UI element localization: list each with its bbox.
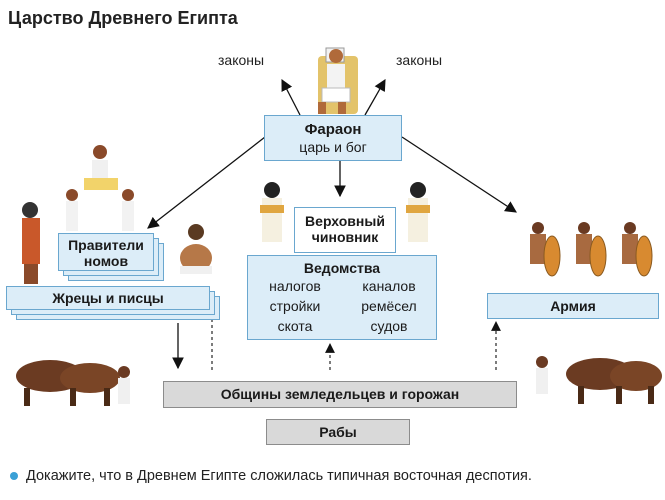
- oxen-right: [536, 356, 662, 404]
- thoth-figure: [22, 202, 40, 284]
- pharaoh-title: Фараон: [304, 121, 362, 138]
- department-courts: судов: [370, 318, 408, 334]
- departments-box: Ведомства налогов каналов стройки ремёсе…: [247, 255, 437, 340]
- scribe-figure: [180, 224, 212, 274]
- rulers-box: Правители номов: [58, 233, 154, 271]
- oxen-left: [16, 360, 130, 406]
- department-crafts: ремёсел: [361, 298, 417, 314]
- army-figures: [530, 222, 653, 277]
- priests-label: Жрецы и писцы: [52, 290, 164, 306]
- laws-label-left: законы: [218, 52, 265, 68]
- rulers-line2: номов: [83, 253, 129, 269]
- vizier-line1: Верховный: [305, 213, 385, 229]
- army-box: Армия: [487, 293, 659, 319]
- arrow-to-army: [401, 136, 517, 213]
- department-construction: стройки: [269, 298, 321, 314]
- army-label: Армия: [550, 298, 596, 314]
- departments-title: Ведомства: [303, 260, 381, 276]
- soldier-2: [576, 222, 607, 277]
- pharaoh-subtitle: царь и бог: [299, 139, 367, 155]
- arrow-to-rulers: [147, 136, 266, 229]
- rulers-line1: Правители: [68, 237, 144, 253]
- laws-label-right: законы: [396, 52, 443, 68]
- vizier-line2: чиновник: [311, 229, 379, 245]
- arrow-laws-left: [281, 78, 301, 116]
- priests-box: Жрецы и писцы: [6, 286, 210, 310]
- pharaoh-figure: [318, 47, 358, 114]
- vizier-box: Верховный чиновник: [294, 207, 396, 253]
- priests-figures: [66, 145, 134, 231]
- communities-box: Общины земледельцев и горожан: [163, 381, 517, 408]
- communities-label: Общины земледельцев и горожан: [220, 386, 460, 402]
- department-canals: каналов: [362, 278, 416, 294]
- slaves-box: Рабы: [266, 419, 410, 445]
- arrow-laws-right: [364, 78, 386, 116]
- question-bullet: [10, 472, 18, 480]
- slaves-label: Рабы: [319, 424, 357, 440]
- question-text: Докажите, что в Древнем Египте сложилась…: [26, 468, 532, 484]
- officials-figures: [260, 182, 430, 242]
- pharaoh-box: Фараон царь и бог: [264, 115, 402, 161]
- soldier-3: [622, 222, 653, 277]
- soldier-1: [530, 222, 561, 277]
- department-taxes: налогов: [269, 278, 321, 294]
- department-livestock: скота: [277, 318, 313, 334]
- page-title: Царство Древнего Египта: [8, 8, 238, 28]
